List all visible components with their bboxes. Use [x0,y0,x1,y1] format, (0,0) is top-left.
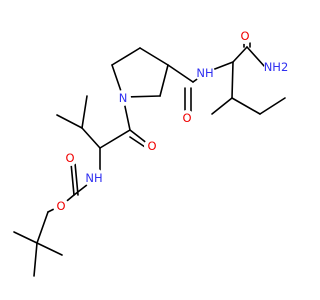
atom-o-carbamate-carbonyl: O [65,151,74,165]
atom-nh2: NH2 [264,60,289,74]
atom-o-ester: O [56,199,65,213]
molecule-structure-diagram: N NH NH2 O O O NH O O [13,28,288,277]
bond [139,47,169,66]
bond [13,231,38,244]
bond [36,242,63,256]
bond [33,242,38,277]
bond [232,46,248,63]
bond [167,64,194,83]
bond [231,61,234,99]
bond [36,211,49,244]
atom-o-carbonyl: O [147,139,156,153]
bonds [13,42,286,277]
bond [129,129,149,145]
bond [81,95,88,129]
atom-labels: N NH NH2 O O O NH O O [53,28,288,214]
atom-o-amide-mid: O [182,111,191,125]
bond [74,162,79,196]
bond [111,47,141,66]
bond [231,97,261,115]
bond [159,64,169,97]
atom-n-ring: N [119,91,128,105]
bond [81,127,101,149]
bond [56,114,83,129]
atom-nh-carbamate: NH [85,171,102,185]
bond [259,97,286,115]
atom-nh-top: NH [196,66,213,80]
bond [246,46,266,68]
bond [211,97,233,115]
bond [70,162,75,196]
bond [99,129,131,149]
atom-o-amide-top: O [240,29,249,43]
